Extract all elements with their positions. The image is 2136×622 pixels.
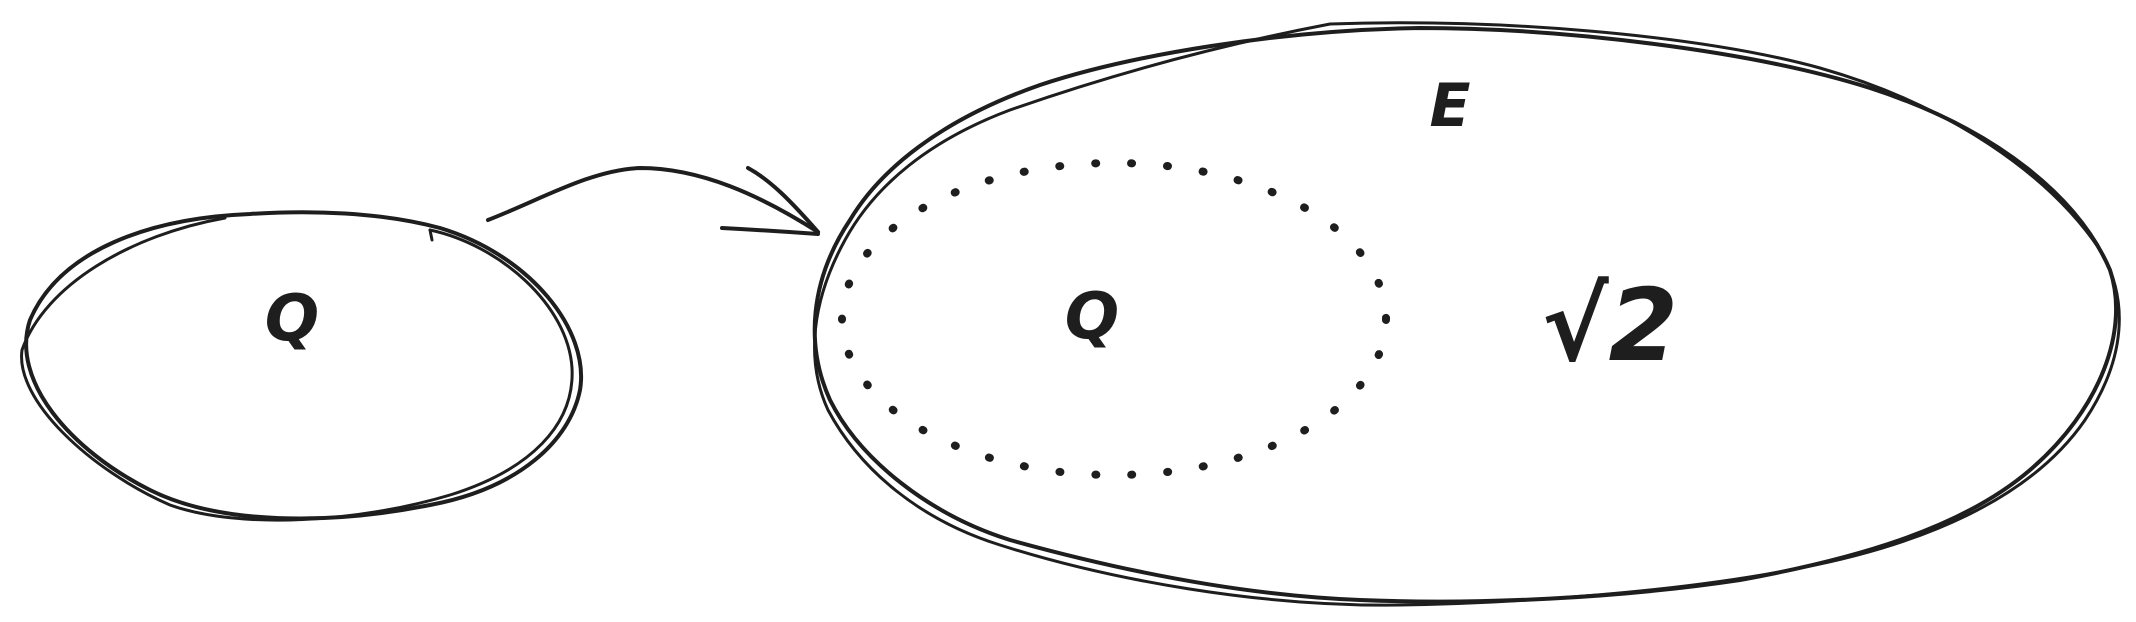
inner-set-label: Q: [1065, 280, 1119, 354]
left-set-label: Q: [265, 282, 319, 356]
right-set-ellipse: [812, 21, 2121, 607]
left-set-ellipse: [20, 210, 584, 522]
inner-set-dotted-ellipse: [838, 159, 1390, 479]
mapping-arrow: [486, 166, 820, 236]
sqrt-two-label: √2: [1542, 267, 1678, 384]
right-set-label: E: [1430, 71, 1471, 141]
